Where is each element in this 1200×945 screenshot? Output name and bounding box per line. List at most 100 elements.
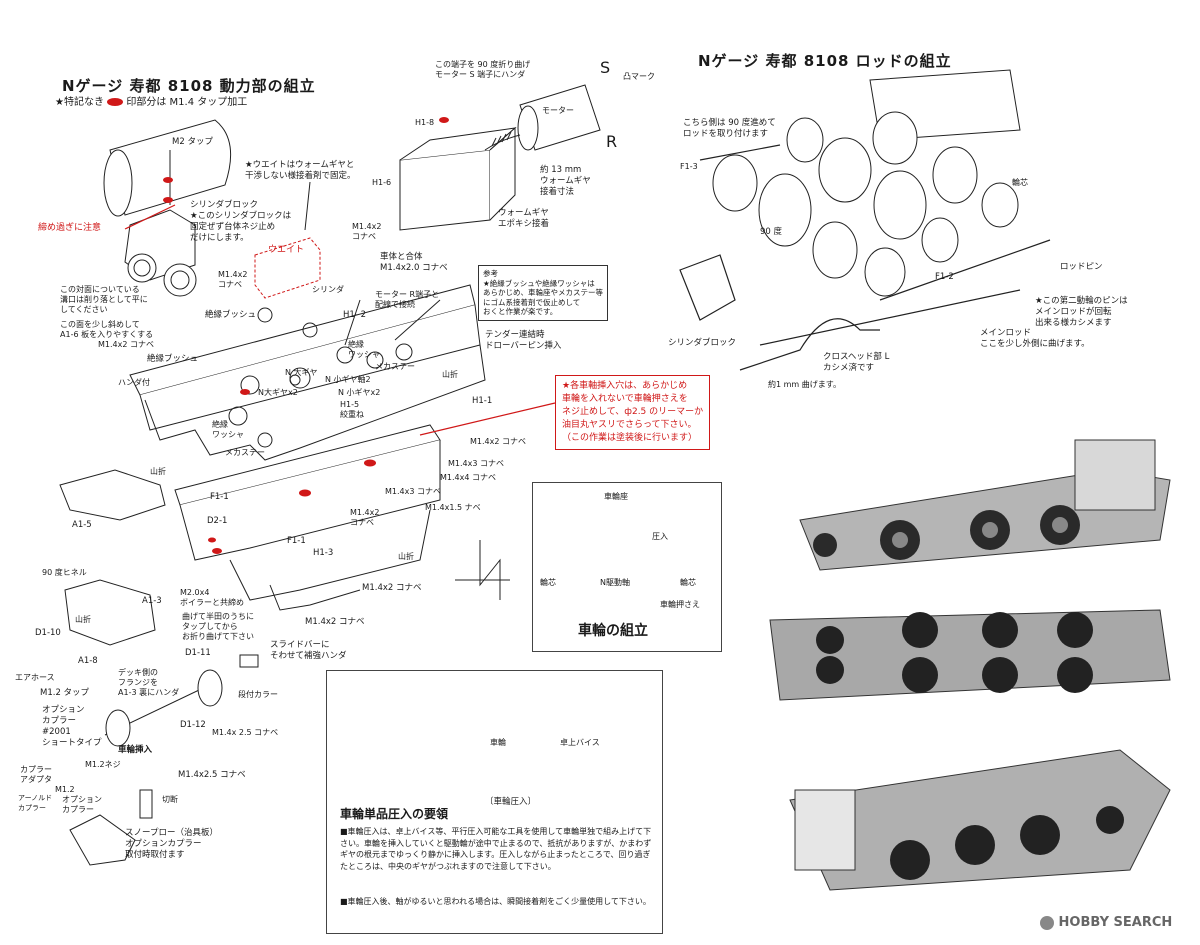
label-deck-flange: デッキ側の フランジを A1-3 裏にハンダ xyxy=(118,668,180,697)
label-yamaori-1: 山折 xyxy=(442,370,458,379)
label-motor-r: モーター R端子と 配線で接続 xyxy=(375,290,440,309)
label-n-drive-axle: N駆動軸 xyxy=(600,578,630,587)
label-m14x2-b: M1.4x2 コナベ xyxy=(98,340,154,349)
label-m12-tap: M1.2 タップ xyxy=(40,688,90,698)
label-wheel-core-l: 輪芯 xyxy=(540,578,556,587)
label-cut: 切断 xyxy=(162,795,178,804)
label-wheel-assembly: 車輪の組立 xyxy=(578,623,648,639)
watermark-text: HOBBY SEARCH xyxy=(1058,915,1173,930)
label-insul-washer: 絶縁 ワッシャ xyxy=(348,340,380,359)
ref-note-box: 参考 ★絶縁ブッシュや絶縁ワッシャは あらかじめ、車輪座やメカステー等 にゴム系… xyxy=(478,265,608,321)
label-mecha-stay: メカステー xyxy=(375,362,415,371)
label-n-big-gear: N 大ギヤ xyxy=(285,368,318,377)
label-a1-3: A1-3 xyxy=(142,596,162,606)
label-tighten: 締め過ぎに注意 xyxy=(38,223,102,233)
label-cyl-block: シリンダブロック ★このシリンダブロックは 固定ぜず台体ネジ止め だけにします。 xyxy=(190,200,292,243)
right-title: Nゲージ 寿都 8108 ロッドの組立 xyxy=(698,52,952,70)
red-dot-icon xyxy=(107,98,124,106)
label-n-small-gear2: N 小ギヤx2 xyxy=(338,388,381,397)
legend: ★特記なき 印部分は M1.4 タップ加工 xyxy=(55,97,247,108)
label-wheel-holder: 車輪押さえ xyxy=(660,600,700,609)
label-tender-pin: テンダー連結時 ドローバーピン挿入 xyxy=(485,330,562,351)
label-h1-3: H1-3 xyxy=(313,548,334,558)
legend-prefix: ★特記なき xyxy=(55,97,104,108)
label-cyl-block-2: シリンダブロック xyxy=(668,338,737,348)
label-option-coupler-2: オプション カプラー xyxy=(62,795,102,814)
procedure-box xyxy=(326,670,663,934)
label-m20x4: M2.0x4 ボイラーと共締め xyxy=(180,588,244,607)
label-main-rod: メインロッド ここを少し外側に曲げます。 xyxy=(980,328,1090,349)
label-motor: モーター xyxy=(542,106,574,115)
label-m14x3-b: M1.4x3 コナベ xyxy=(385,487,441,496)
label-h1-5: H1-5 絞重ね xyxy=(340,400,364,419)
label-m14x2-f: M1.4x2 コナベ xyxy=(305,617,365,627)
label-option-coupler: オプション カプラー #2001 ショートタイプ xyxy=(42,705,102,748)
legend-suffix: 印部分は M1.4 タップ加工 xyxy=(126,97,248,108)
label-m14x4: M1.4x4 コナベ xyxy=(440,473,496,482)
wheel-assembly-box xyxy=(532,482,722,652)
label-m14x2-d: M1.4x2 コナベ xyxy=(350,508,380,527)
label-snow-plow: スノープロー（治具板） オプションカプラー 取付時取付ます xyxy=(125,828,218,860)
label-m12-small: M1.2 xyxy=(55,785,75,794)
label-top-terminal: この端子を 90 度折り曲げ モーター S 端子にハンダ xyxy=(435,60,531,79)
label-n-small-gear: N 小ギヤ軸2 xyxy=(325,375,371,384)
left-title: Nゲージ 寿都 8108 動力部の組立 xyxy=(62,77,316,95)
label-collar: 段付カラー xyxy=(238,690,278,699)
procedure-title: 車輪単品圧入の要領 xyxy=(340,807,449,821)
label-h1-1: H1-1 xyxy=(472,396,493,406)
label-coupler-adapter: カプラー アダプタ xyxy=(20,765,52,784)
label-m14x2-e: M1.4x2 コナベ xyxy=(362,583,422,593)
label-wheel-insert: 車輪挿入 xyxy=(118,745,153,755)
label-a16-note: この面を少し斜めして A1-6 板を入りやすくする xyxy=(60,320,154,339)
label-m12-screw: M1.2ネジ xyxy=(85,760,121,769)
watermark: HOBBY SEARCH xyxy=(1040,915,1172,930)
label-h1-8: H1-8 xyxy=(415,118,435,127)
label-f1-1: F1-1 xyxy=(210,492,229,502)
label-body-combine: 車体と合体 M1.4x2.0 コナベ xyxy=(380,252,448,273)
label-crosshead: クロスヘッド部 L カシメ済です xyxy=(823,352,890,373)
label-rod-note-1: こちら側は 90 度進めて ロッドを取り付けます xyxy=(683,118,776,139)
label-yamaori-4: 山折 xyxy=(75,615,91,624)
label-m14x15: M1.4x1.5 ナベ xyxy=(425,503,481,512)
label-press-caption: 〔車輪圧入〕 xyxy=(485,797,537,807)
label-rod-pin: ロッドピン xyxy=(1060,262,1103,272)
label-f1-2: F1-2 xyxy=(935,272,954,282)
label-m2-tap: M2 タップ xyxy=(172,137,213,147)
label-bend-1mm: 約1 mm 曲げます。 xyxy=(768,380,841,389)
label-press-in: 圧入 xyxy=(652,532,668,541)
label-yamaori-2: 山折 xyxy=(150,467,166,476)
label-h1-6: H1-6 xyxy=(372,178,392,187)
label-m14x2-g: M1.4x2 コナベ xyxy=(352,222,382,241)
label-deg90: 90 度 xyxy=(760,227,783,237)
red-note-box: ★各車軸挿入穴は、あらかじめ 車輪を入れないで車輪押さえを ネジ止めして、ф2.… xyxy=(555,375,711,450)
label-yamaori-3: 山折 xyxy=(398,552,414,561)
label-air-hose: エアホース xyxy=(15,673,55,682)
label-solder: ハンダ付 xyxy=(118,378,150,387)
label-weight: ウエイト xyxy=(268,245,305,255)
label-wheel-core-top: 輪芯 xyxy=(1012,178,1028,187)
label-wheel: 車輪 xyxy=(490,738,506,747)
label-d1-11: D1-11 xyxy=(185,648,211,658)
label-m14x3: M1.4x3 コナベ xyxy=(448,459,504,468)
label-slide-bar: スライドバーに そわせて補強ハンダ xyxy=(270,640,347,661)
label-d1-10: D1-10 xyxy=(35,628,61,638)
label-cylinder: シリンダ xyxy=(312,285,344,294)
procedure-step-2: ■車輪圧入後、軸がゆるいと思われる場合は、瞬間接着剤をごく少量使用して下さい。 xyxy=(340,897,651,906)
label-vise: 卓上バイス xyxy=(560,738,600,747)
label-insul-bush-2: 絶縁ブッシュ xyxy=(147,354,199,364)
label-a1-5: A1-5 xyxy=(72,520,92,530)
label-f1-3: F1-3 xyxy=(680,162,698,171)
label-weight-note: ★ウエイトはウォームギヤと 干渉しない様接着剤で固定。 xyxy=(245,160,356,181)
label-d2-1: D2-1 xyxy=(207,516,228,526)
label-worm-glue: ウォームギヤ エポキシ接着 xyxy=(498,208,550,229)
label-second-pin: ★この第二動輪のピンは メインロッドが回転 出来る様カシメます xyxy=(1035,296,1128,328)
label-insul-bush-1: 絶縁ブッシュ xyxy=(205,310,257,320)
label-f1-1b: F1-1 xyxy=(287,536,306,546)
watermark-logo-icon xyxy=(1040,915,1054,930)
label-deck-note: 曲げて半田のうちに タップしてから お折り曲げて下さい xyxy=(182,612,254,641)
label-wheel-seat: 車輪座 xyxy=(604,492,628,501)
label-h1-2: H1- 2 xyxy=(343,310,366,320)
label-insul-washer-2: 絶縁 ワッシャ xyxy=(212,420,244,439)
label-m14x2-a: M1.4x2 コナベ xyxy=(218,270,248,289)
